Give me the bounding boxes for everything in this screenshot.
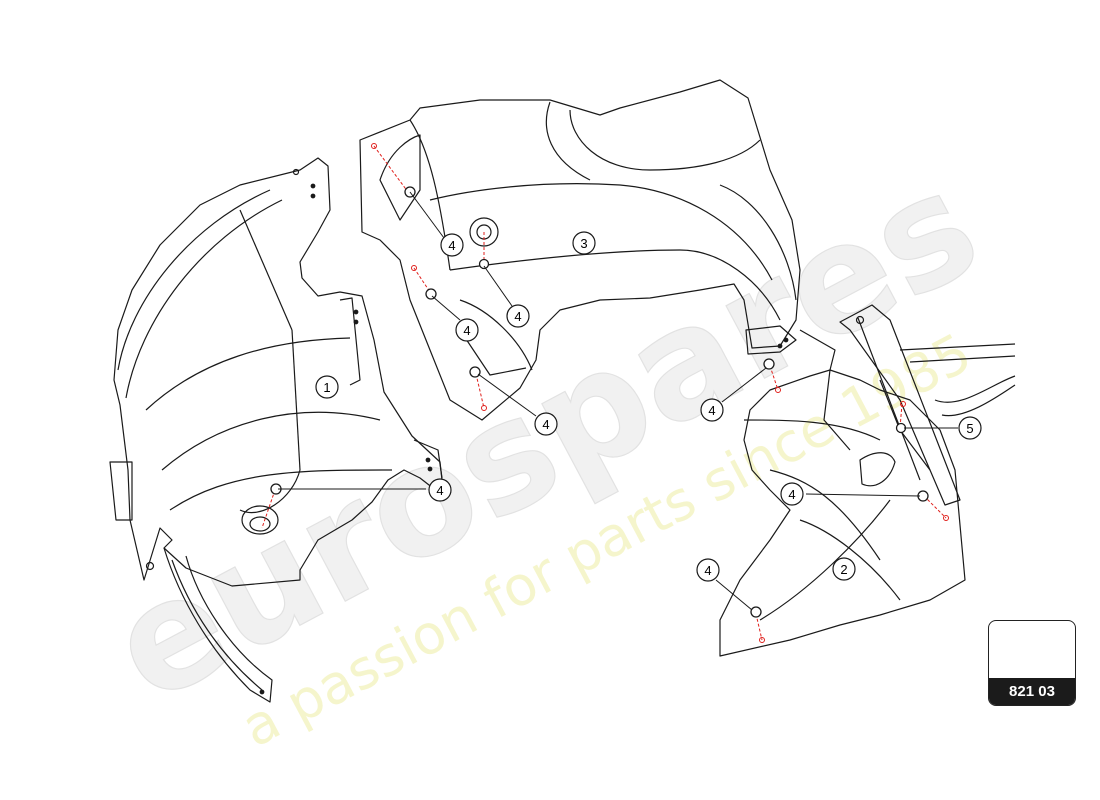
- reference-code-label: 821 03: [989, 678, 1075, 705]
- callout-4c: 4: [455, 318, 479, 342]
- callout-4a: 4: [440, 233, 464, 257]
- callout-4f-label: 4: [708, 403, 715, 418]
- callout-4f: 4: [700, 398, 724, 422]
- callout-4b-label: 4: [514, 309, 521, 324]
- leader-lines: [278, 191, 958, 611]
- fastener-1: [371, 143, 416, 198]
- callout-3: 3: [572, 231, 596, 255]
- fastener-6: [763, 358, 781, 393]
- callout-3-label: 3: [580, 236, 587, 251]
- fastener-2: [478, 232, 490, 270]
- callout-4g-label: 4: [788, 487, 795, 502]
- callout-4e: 4: [428, 478, 452, 502]
- fasteners: [261, 143, 949, 643]
- callout-2-label: 2: [840, 562, 847, 577]
- callout-4b: 4: [506, 304, 530, 328]
- callout-4a-label: 4: [448, 238, 455, 253]
- fastener-9: [750, 606, 765, 643]
- callout-5: 5: [958, 416, 982, 440]
- callout-4g: 4: [780, 482, 804, 506]
- part-1-wheel-arch-liner: [109, 157, 443, 703]
- fastener-4: [469, 366, 487, 411]
- reference-code-box: 821 03: [988, 620, 1076, 706]
- callout-4d-label: 4: [542, 417, 549, 432]
- callout-1: 1: [315, 375, 339, 399]
- callout-5-label: 5: [966, 421, 973, 436]
- fastener-3: [411, 265, 437, 300]
- callout-4d: 4: [534, 412, 558, 436]
- callout-1-label: 1: [323, 380, 330, 395]
- fastener-8: [917, 490, 949, 521]
- part-2-rear-panel: [719, 304, 1016, 657]
- callout-2: 2: [832, 557, 856, 581]
- watermark: eurospares a passion for parts since 198…: [85, 137, 1005, 759]
- callout-4h-label: 4: [704, 563, 711, 578]
- callout-4e-label: 4: [436, 483, 443, 498]
- callout-4h: 4: [696, 558, 720, 582]
- callout-4c-label: 4: [463, 323, 470, 338]
